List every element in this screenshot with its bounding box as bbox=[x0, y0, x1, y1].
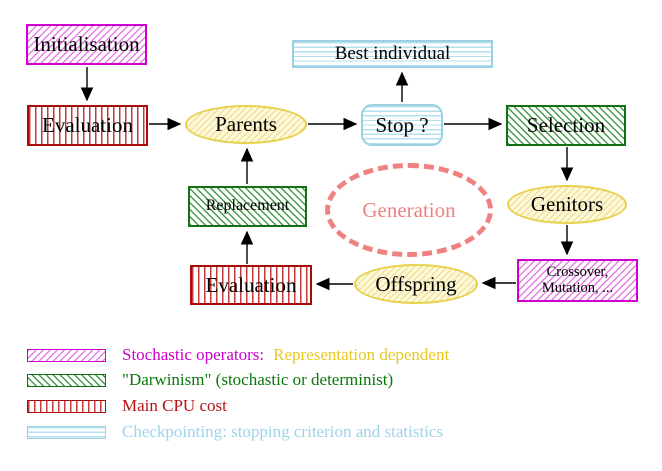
legend-swatch-magenta-hatch bbox=[27, 348, 106, 362]
legend-row-darwinism: "Darwinism" (stochastic or determinist) bbox=[27, 370, 394, 389]
legend-label-representation-dependent: Representation dependent bbox=[273, 345, 450, 364]
legend-swatch-cyan-stripes bbox=[27, 425, 106, 439]
legend-label-stochastic-operators: Stochastic operators: bbox=[122, 345, 265, 364]
node-best-individual: Best individual bbox=[292, 40, 493, 68]
node-offspring: Offspring bbox=[354, 264, 478, 304]
node-crossover-mutation: Crossover, Mutation, ... bbox=[517, 259, 638, 302]
node-selection: Selection bbox=[506, 105, 626, 146]
legend-label-darwinism: "Darwinism" (stochastic or determinist) bbox=[122, 370, 394, 389]
legend-label-main-cpu-cost: Main CPU cost bbox=[122, 396, 227, 415]
node-stop: Stop ? bbox=[361, 104, 443, 146]
legend-row-stochastic-operators: Stochastic operators: Representation dep… bbox=[27, 345, 450, 364]
node-parents: Parents bbox=[185, 105, 307, 144]
legend-swatch-green-hatch bbox=[27, 373, 106, 387]
crossover-line1: Crossover, bbox=[546, 264, 609, 281]
node-evaluation-top: Evaluation bbox=[27, 105, 148, 146]
node-generation-cycle: Generation bbox=[325, 163, 493, 257]
legend-row-main-cpu-cost: Main CPU cost bbox=[27, 396, 227, 415]
legend-swatch-red-stripes bbox=[27, 399, 106, 413]
legend-label-checkpointing: Checkpointing: stopping criterion and st… bbox=[122, 422, 444, 441]
node-initialisation: Initialisation bbox=[26, 24, 147, 65]
crossover-line2: Mutation, ... bbox=[541, 279, 614, 296]
node-replacement: Replacement bbox=[188, 186, 307, 227]
legend-row-checkpointing: Checkpointing: stopping criterion and st… bbox=[27, 422, 444, 441]
node-evaluation-bottom: Evaluation bbox=[190, 265, 312, 305]
node-genitors: Genitors bbox=[507, 185, 627, 224]
